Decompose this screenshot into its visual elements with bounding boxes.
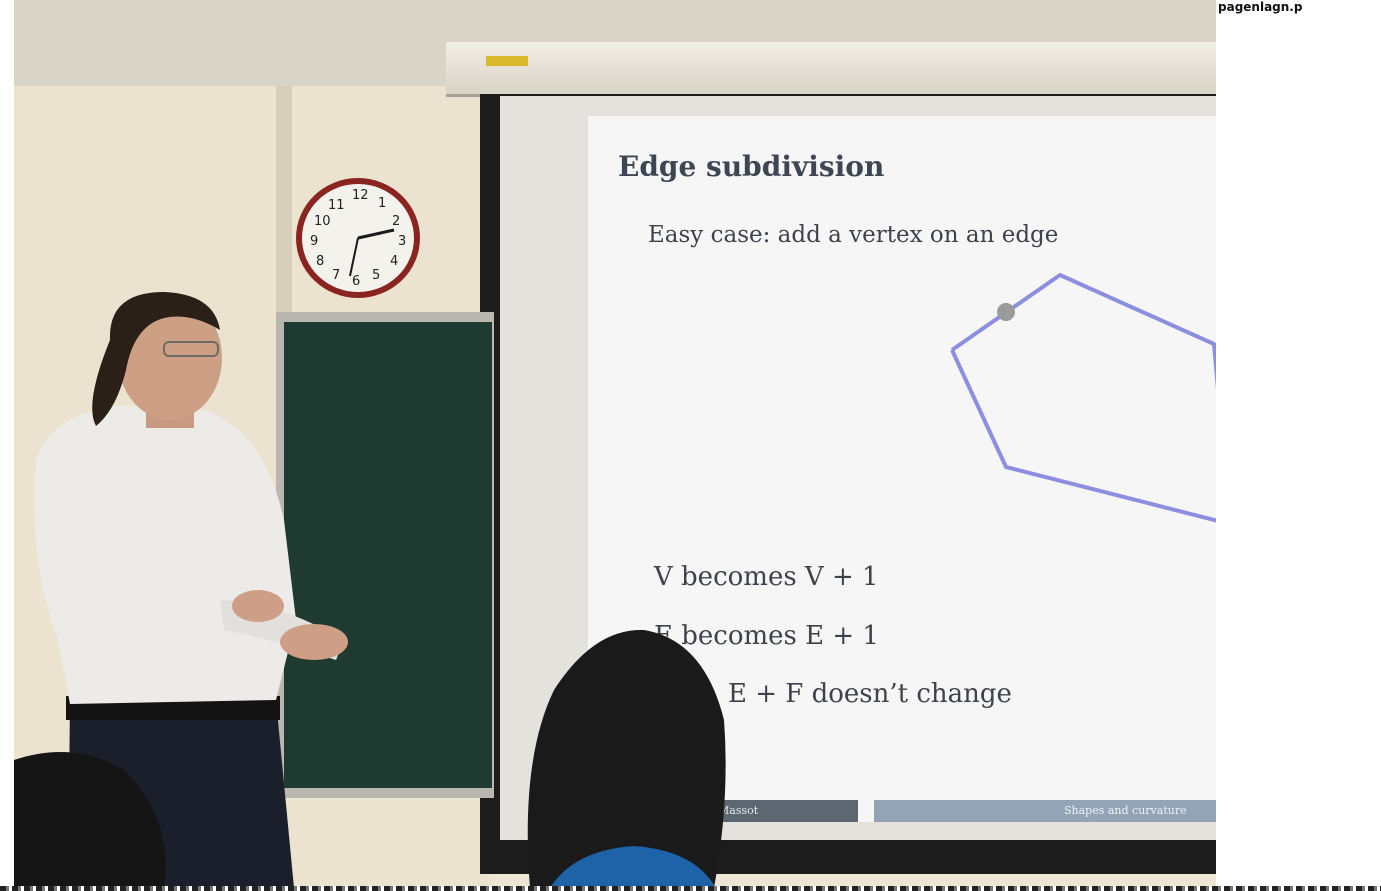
clock-number: 3 [398,234,407,249]
clock-number: 12 [352,188,369,203]
clock-number: 8 [316,254,325,269]
clock-number: 10 [314,214,331,229]
slide-title: Edge subdivision [618,150,885,183]
slide-line-edges: E becomes E + 1 [654,621,879,651]
polygon-outline [950,273,1216,523]
housing-sticker [486,56,528,66]
clock-number: 11 [328,198,345,213]
presenter-figure [34,292,348,888]
footer-title-text: Shapes and curvature [1064,804,1187,817]
projector-screen-housing [446,42,1216,97]
clock-number: 6 [352,274,361,289]
clock-number: 2 [392,214,401,229]
slide-subtitle: Easy case: add a vertex on an edge [648,222,1059,248]
photo: Edge subdivision Easy case: add a vertex… [14,0,1216,888]
clock-number: 7 [332,268,341,283]
slide-line-euler: E + F doesn’t change [728,679,1012,709]
clock-number: 1 [378,196,387,211]
blackboard [284,322,492,788]
clock-number: 4 [390,254,399,269]
slide-footer-title: Shapes and curvature [874,800,1216,822]
footer-author-text: Massot [718,804,759,817]
wall-clock: 12 1 2 3 4 5 6 7 8 9 10 11 [296,178,420,298]
clock-number: 5 [372,268,381,283]
polygon-diagram [950,273,1216,523]
clock-hands [349,228,395,277]
audience-heads [14,629,726,888]
slide-line-vertices: V becomes V + 1 [654,562,879,592]
clock-number: 9 [310,234,319,249]
corner-overlay-text: pagenlagn.p [1218,0,1303,14]
bottom-noise-strip [0,886,1381,891]
new-vertex-dot [997,303,1015,321]
